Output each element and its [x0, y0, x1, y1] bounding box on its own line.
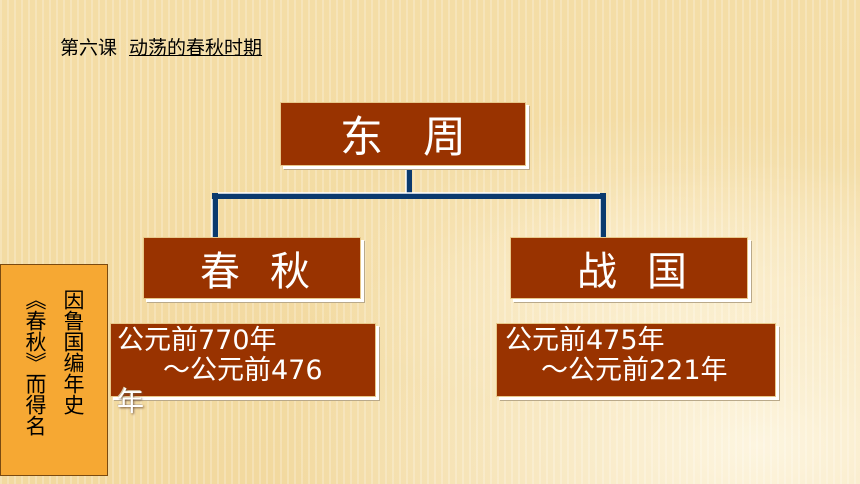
warring-states-date-line2: ～公元前221年 [541, 355, 728, 386]
warring-states-date-line1: 公元前475年 [505, 325, 665, 356]
node-eastern-zhou-label: 东周 [340, 113, 506, 163]
lesson-number: 第六课 [60, 37, 118, 59]
node-spring-autumn-label: 春秋 [200, 249, 340, 295]
naming-note: 因鲁国编年史 《春秋》而得名 [0, 264, 108, 476]
spring-autumn-date-box: 公元前770年 ～公元前476 年 [110, 323, 376, 418]
spring-autumn-date-line3: 年 [117, 387, 144, 418]
node-warring-states-label: 战国 [577, 249, 717, 295]
node-eastern-zhou: 东周 [280, 102, 526, 166]
naming-note-line2: 《春秋》而得名 [23, 289, 47, 436]
spring-autumn-date-line1: 公元前770年 [117, 325, 277, 356]
node-warring-states: 战国 [510, 237, 748, 299]
lesson-title: 第六课动荡的春秋时期 [60, 33, 262, 60]
node-spring-autumn: 春秋 [143, 237, 361, 299]
naming-note-line1: 因鲁国编年史 [61, 289, 85, 415]
spring-autumn-date-line2: ～公元前476 [163, 355, 323, 386]
warring-states-date-box: 公元前475年 ～公元前221年 [496, 323, 776, 397]
lesson-topic: 动荡的春秋时期 [129, 37, 263, 59]
